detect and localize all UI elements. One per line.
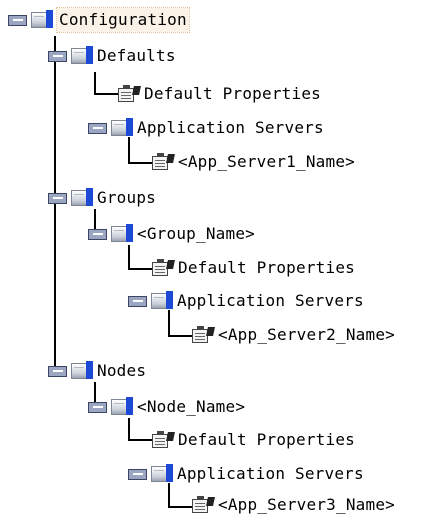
- tree-node-label: Groups: [97, 188, 156, 207]
- tree-node-label: Default Properties: [144, 84, 321, 103]
- tree-connector: [128, 137, 130, 163]
- tree-node-label: <Node_Name>: [137, 397, 246, 416]
- tree-node-label: Application Servers: [137, 118, 324, 137]
- folder-icon: [71, 46, 93, 64]
- tree-node-nodes[interactable]: Nodes: [48, 359, 146, 383]
- folder-icon: [151, 291, 173, 309]
- tree-node-label: <App_Server3_Name>: [218, 495, 395, 514]
- tree-node-label: Nodes: [97, 361, 147, 380]
- tree-node-app-server-2[interactable]: <App_Server2_Name>: [190, 323, 395, 347]
- tree-connector: [54, 36, 56, 372]
- tree-connector: [94, 93, 118, 95]
- collapse-toggle[interactable]: [48, 192, 67, 204]
- collapse-toggle[interactable]: [48, 365, 67, 377]
- tree-node-label: <Group_Name>: [137, 224, 255, 243]
- tree-connector: [94, 209, 96, 233]
- tree-node-group-name[interactable]: <Group_Name>: [88, 222, 255, 246]
- folder-icon: [111, 397, 133, 415]
- folder-icon: [151, 464, 173, 482]
- tree-node-groups[interactable]: Groups: [48, 186, 156, 210]
- tree-node-label: Default Properties: [178, 258, 355, 277]
- tree-node-label: Defaults: [97, 46, 176, 65]
- tree-node-default-properties[interactable]: Default Properties: [116, 82, 321, 106]
- folder-icon: [111, 118, 133, 136]
- tree-connector: [168, 335, 192, 337]
- properties-icon: [116, 85, 141, 103]
- tree-node-node-name[interactable]: <Node_Name>: [88, 395, 245, 419]
- properties-icon: [150, 259, 175, 277]
- properties-icon: [190, 496, 215, 514]
- tree-connector: [128, 162, 152, 164]
- tree-connector: [168, 506, 192, 508]
- folder-icon: [71, 361, 93, 379]
- collapse-toggle[interactable]: [88, 401, 107, 413]
- collapse-toggle[interactable]: [88, 228, 107, 240]
- tree-node-defaults[interactable]: Defaults: [48, 44, 176, 68]
- tree-node-application-servers[interactable]: Application Servers: [128, 289, 364, 313]
- tree-node-label: Application Servers: [177, 291, 364, 310]
- tree-node-application-servers[interactable]: Application Servers: [128, 462, 364, 486]
- tree-node-label: Application Servers: [177, 464, 364, 483]
- tree-node-app-server-1[interactable]: <App_Server1_Name>: [150, 150, 355, 174]
- properties-icon: [150, 153, 175, 171]
- collapse-toggle[interactable]: [8, 14, 27, 26]
- tree-connector: [94, 382, 96, 406]
- tree-connector: [128, 245, 130, 269]
- tree-connector: [128, 268, 152, 270]
- folder-icon: [111, 224, 133, 242]
- properties-icon: [150, 431, 175, 449]
- tree-node-label: Configuration: [56, 7, 190, 33]
- tree-node-label: <App_Server2_Name>: [218, 325, 395, 344]
- folder-icon: [71, 188, 93, 206]
- tree-node-app-server-3[interactable]: <App_Server3_Name>: [190, 493, 395, 517]
- collapse-toggle[interactable]: [128, 468, 147, 480]
- folder-icon: [31, 10, 53, 28]
- collapse-toggle[interactable]: [88, 122, 107, 134]
- tree-node-default-properties[interactable]: Default Properties: [150, 256, 355, 280]
- collapse-toggle[interactable]: [128, 295, 147, 307]
- tree-node-label: <App_Server1_Name>: [178, 152, 355, 171]
- tree-connector: [128, 439, 152, 441]
- tree-node-application-servers[interactable]: Application Servers: [88, 116, 324, 140]
- tree-node-label: Default Properties: [178, 430, 355, 449]
- tree-connector: [128, 418, 130, 440]
- tree-connector: [94, 72, 96, 94]
- tree-node-default-properties[interactable]: Default Properties: [150, 428, 355, 452]
- tree-node-configuration[interactable]: Configuration: [8, 7, 190, 33]
- properties-icon: [190, 326, 215, 344]
- tree-connector: [168, 310, 170, 336]
- tree-connector: [168, 483, 170, 507]
- collapse-toggle[interactable]: [48, 50, 67, 62]
